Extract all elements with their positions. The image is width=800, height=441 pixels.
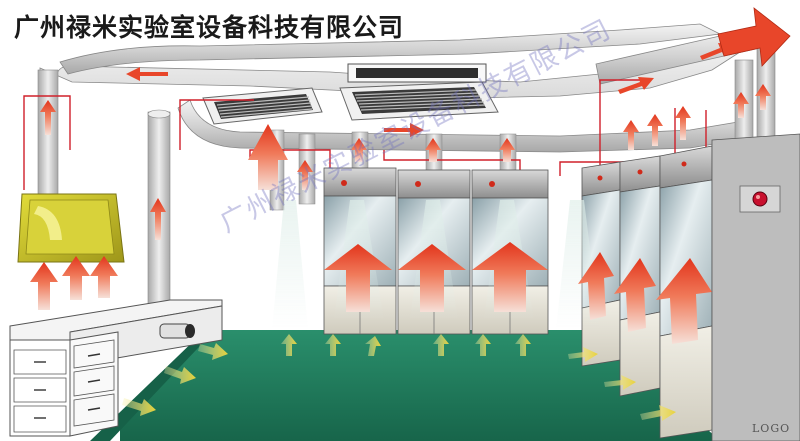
intake-arrow-icon [515, 334, 531, 356]
exhaust-arrow-icon [40, 100, 56, 135]
intake-arrow-icon [568, 347, 598, 362]
exhaust-arrow-icon [618, 77, 654, 94]
exhaust-arrow-icon [614, 258, 656, 332]
exhaust-arrow-icon [755, 84, 771, 110]
intake-arrows [122, 334, 676, 421]
exhaust-arrow-icon [62, 256, 90, 300]
exhaust-arrow-icon [623, 120, 639, 150]
exhaust-arrow-icon [656, 258, 712, 344]
exhaust-arrow-icon [675, 106, 691, 140]
exhaust-arrow-icon [499, 138, 515, 162]
snorkel-duct-top [147, 109, 171, 119]
right-wall-panel [711, 133, 800, 441]
exhaust-arrow-icon [351, 138, 367, 162]
alarm-light-icon [752, 191, 768, 207]
intake-arrow-icon [475, 334, 491, 356]
corner-logo: LOGO [752, 422, 791, 435]
exhaust-arrow-icon [647, 114, 663, 146]
intake-arrow-icon [325, 334, 341, 356]
intake-arrow-icon [122, 398, 156, 416]
exhaust-arrow-icon [398, 244, 466, 312]
intake-arrow-icon [164, 366, 196, 384]
exhaust-arrow-icon [733, 92, 749, 118]
floor-left-strip [90, 330, 215, 441]
intake-arrow-icon [365, 336, 381, 356]
intake-arrow-icon [604, 375, 636, 390]
intake-arrow-icon [198, 343, 228, 360]
exhaust-arrow-icon [324, 244, 392, 312]
company-title: 广州禄米实验室设备科技有限公司 [14, 13, 405, 42]
exhaust-arrow-icon [472, 242, 548, 312]
lab-bench [9, 299, 223, 437]
exhaust-arrow-icon [578, 252, 614, 320]
exhaust-arrow-icon [126, 67, 168, 81]
ceiling-diffuser-icon [339, 63, 499, 121]
fume-hood [659, 145, 713, 439]
intake-arrow-icon [433, 334, 449, 356]
intake-arrow-icon [640, 405, 676, 421]
outlet-arrow-icon [717, 7, 791, 67]
intake-arrow-icon [281, 334, 297, 356]
exhaust-arrows [30, 43, 771, 344]
exhaust-arrow-icon [90, 256, 118, 298]
exhaust-arrow-icon [30, 262, 58, 310]
exhaust-arrow-icon [150, 198, 166, 240]
canopy-hood [17, 193, 125, 263]
exhaust-arrow-icon [384, 123, 424, 137]
exhaust-arrow-icon [297, 160, 313, 190]
exhaust-arrow-icon [425, 138, 441, 162]
exhaust-arrow-icon [248, 124, 288, 190]
